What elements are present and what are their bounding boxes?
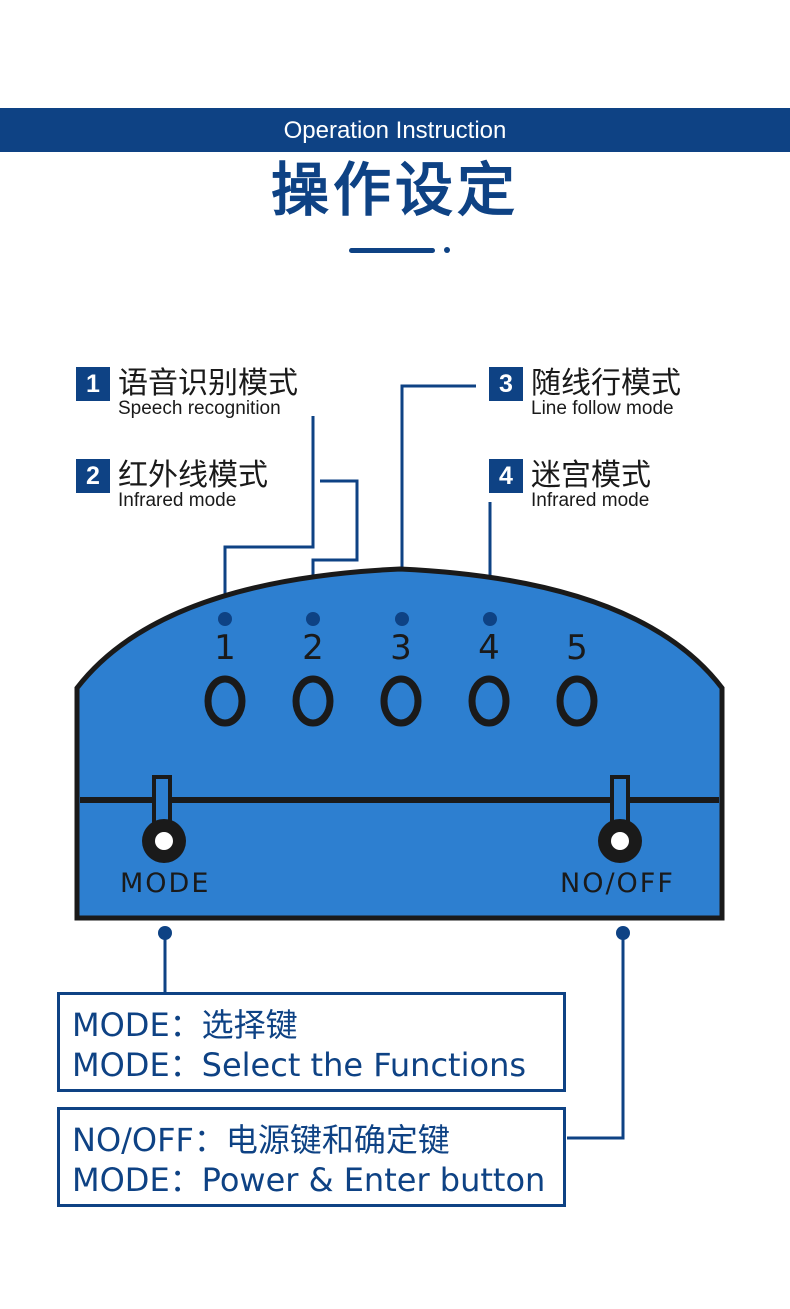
leader-line-power xyxy=(567,934,625,1140)
mode-info-cn: MODE：选择键 xyxy=(72,1006,298,1044)
mode-button-label: MODE xyxy=(120,868,211,899)
title-underline-dot xyxy=(444,247,450,253)
slot-number-4: 4 xyxy=(478,628,500,668)
dot-4 xyxy=(483,612,497,626)
mode-button-center xyxy=(155,832,173,850)
mode-number-badge: 3 xyxy=(489,367,523,401)
slot-number-2: 2 xyxy=(302,628,324,668)
mode-name-en: Line follow mode xyxy=(531,398,674,419)
slot-1 xyxy=(204,675,246,727)
mode-info-box: MODE：选择键 MODE：Select the Functions xyxy=(57,992,566,1092)
title-underline xyxy=(349,248,435,253)
dot-2 xyxy=(306,612,320,626)
page-title: 操作设定 xyxy=(270,156,519,224)
power-info-cn: NO/OFF：电源键和确定键 xyxy=(72,1121,450,1159)
slot-2 xyxy=(292,675,334,727)
dot-1 xyxy=(218,612,232,626)
mode-slots xyxy=(204,675,598,727)
slot-3 xyxy=(380,675,422,727)
leader-line-3 xyxy=(400,384,476,615)
power-button-center xyxy=(611,832,629,850)
mode-number-badge: 2 xyxy=(76,459,110,493)
mode-name-cn: 语音识别模式 xyxy=(118,366,298,401)
power-button-label: NO/OFF xyxy=(560,868,675,899)
mode-info-en: MODE：Select the Functions xyxy=(72,1046,527,1084)
mode-name-cn: 迷宫模式 xyxy=(531,458,651,493)
mode-label-1: 1 语音识别模式 Speech recognition xyxy=(76,366,298,420)
mode-name-en: Infrared mode xyxy=(531,490,650,511)
slot-number-1: 1 xyxy=(214,628,236,668)
mode-name-cn: 红外线模式 xyxy=(118,458,268,493)
mode-name-en: Speech recognition xyxy=(118,398,281,419)
slot-number-3: 3 xyxy=(390,628,412,668)
mode-label-2: 2 红外线模式 Infrared mode xyxy=(76,458,268,512)
slot-5 xyxy=(556,675,598,727)
power-info-box: NO/OFF：电源键和确定键 MODE：Power & Enter button xyxy=(57,1107,566,1207)
mode-label-3: 3 随线行模式 Line follow mode xyxy=(489,366,681,420)
dot-power xyxy=(616,926,630,940)
power-info-en: MODE：Power & Enter button xyxy=(72,1161,546,1199)
leader-dots xyxy=(158,612,630,940)
mode-name-cn: 随线行模式 xyxy=(531,366,681,401)
banner: Operation Instruction xyxy=(0,108,790,152)
device-body xyxy=(74,566,725,921)
power-switch-stem xyxy=(610,775,630,827)
slot-number-5: 5 xyxy=(566,628,588,668)
mode-label-4: 4 迷宫模式 Infrared mode xyxy=(489,458,651,512)
dot-3 xyxy=(395,612,409,626)
leader-line-1 xyxy=(223,416,315,615)
mode-number-badge: 4 xyxy=(489,459,523,493)
slot-4 xyxy=(468,675,510,727)
mode-switch-stem xyxy=(152,775,172,827)
mode-number-badge: 1 xyxy=(76,367,110,401)
mode-name-en: Infrared mode xyxy=(118,490,237,511)
dot-mode xyxy=(158,926,172,940)
